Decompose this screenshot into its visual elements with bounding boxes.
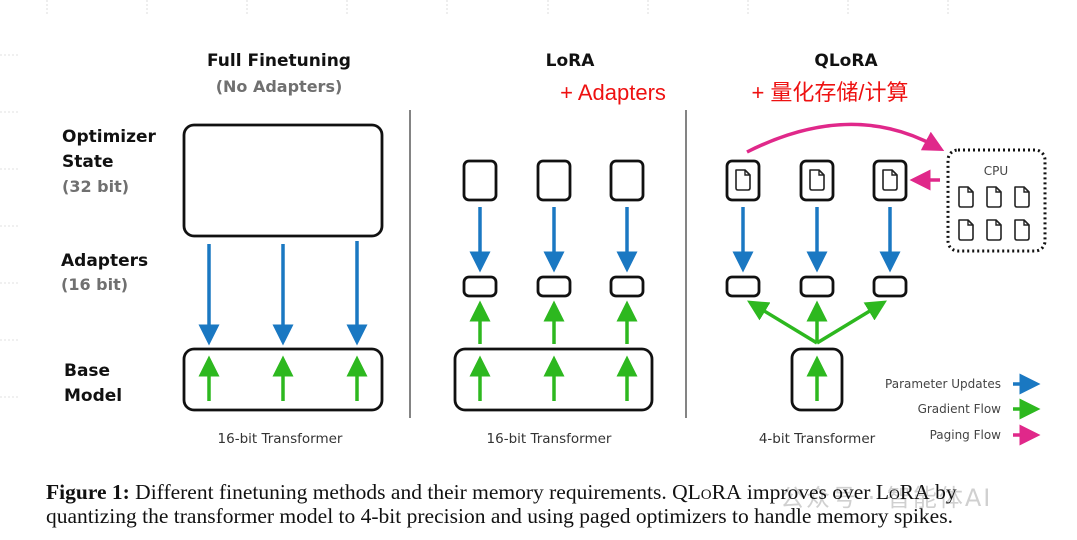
- lora-optimizer-box: [536, 159, 572, 202]
- caption-lora-smallcaps: LoRA: [687, 480, 742, 504]
- watermark: 公众号 · 智能体AI: [780, 484, 993, 512]
- qlora-adapter-box: [799, 275, 835, 298]
- qlora-adapter-boxes: [725, 275, 908, 298]
- lora-param-update-arrows: [469, 207, 638, 273]
- qlora-adapter-box: [725, 275, 761, 298]
- legend-item-paging-flow: Paging Flow: [930, 424, 1041, 446]
- document-icon: [1014, 186, 1030, 208]
- column-title-qlora: QLoRA: [814, 51, 878, 71]
- column-title-full-finetuning: Full Finetuning: [207, 51, 351, 71]
- document-icon: [809, 169, 825, 191]
- page-grid-marks-left: [0, 54, 19, 398]
- full-ft-gradient-arrows: [198, 355, 368, 401]
- caption-lora-smallcaps: LoRA: [875, 480, 930, 504]
- page-grid-marks-top: [46, 0, 949, 15]
- column-title-lora: LoRA: [546, 51, 596, 71]
- lora-optimizer-boxes: [462, 159, 645, 202]
- annotation-quantized-storage: + 量化存储/计算: [751, 80, 908, 105]
- row-label-optimizer-bits: (32 bit): [62, 177, 129, 196]
- qlora-footer: 4-bit Transformer: [759, 431, 876, 447]
- finetuning-diagram: Full Finetuning (No Adapters) LoRA + Ada…: [61, 51, 1047, 447]
- qlora-paged-optimizer-box: [872, 159, 908, 202]
- qlora-adapter-box: [872, 275, 908, 298]
- lora-optimizer-box: [609, 159, 645, 202]
- cpu-memory-box: CPU: [946, 148, 1047, 253]
- full-ft-footer: 16-bit Transformer: [218, 431, 343, 447]
- qlora-paged-optimizer-box: [725, 159, 761, 202]
- legend-label: Gradient Flow: [918, 402, 1002, 416]
- gradient-arrow: [747, 300, 818, 345]
- lora-adapter-boxes: [462, 275, 645, 298]
- row-label-optimizer-state: Optimizer: [62, 127, 157, 147]
- cpu-label: CPU: [984, 164, 1008, 178]
- qlora-param-update-arrows: [732, 207, 901, 273]
- row-label-adapters-bits: (16 bit): [61, 275, 128, 294]
- document-icon: [958, 186, 974, 208]
- caption-line-1: Figure 1: Different finetuning methods a…: [46, 480, 1066, 504]
- document-icon: [986, 219, 1002, 241]
- legend: Parameter Updates Gradient Flow Paging F…: [885, 373, 1041, 446]
- legend-item-parameter-updates: Parameter Updates: [885, 373, 1041, 395]
- figure-caption: Figure 1: Different finetuning methods a…: [46, 480, 1066, 528]
- document-icon: [882, 169, 898, 191]
- caption-text: by: [929, 480, 957, 504]
- column-subtitle-no-adapters: (No Adapters): [216, 77, 343, 96]
- row-label-base-model: Base: [64, 361, 110, 381]
- document-icon: [986, 186, 1002, 208]
- row-label-base-model-line2: Model: [64, 386, 122, 406]
- legend-label: Parameter Updates: [885, 377, 1001, 391]
- gradient-arrow: [816, 300, 887, 345]
- document-icon: [1014, 219, 1030, 241]
- caption-figure-label: Figure 1:: [46, 480, 130, 504]
- lora-footer: 16-bit Transformer: [487, 431, 612, 447]
- qlora-optimizer-boxes: [725, 159, 908, 202]
- legend-item-gradient-flow: Gradient Flow: [918, 398, 1041, 420]
- row-label-optimizer-state-line2: State: [62, 152, 114, 172]
- paging-arrow-to-cpu: [746, 122, 945, 154]
- caption-line-2: quantizing the transformer model to 4-bi…: [46, 504, 953, 528]
- document-icon: [958, 219, 974, 241]
- caption-text: improves over: [741, 480, 876, 504]
- lora-optimizer-box: [462, 159, 498, 202]
- qlora-gradient-arrows: [747, 300, 887, 401]
- legend-label: Paging Flow: [930, 428, 1002, 442]
- lora-adapter-box: [536, 275, 572, 298]
- document-icon: [735, 169, 751, 191]
- row-label-adapters: Adapters: [61, 251, 148, 271]
- caption-text: Different finetuning methods and their m…: [129, 480, 688, 504]
- full-ft-optimizer-state-box: [182, 123, 384, 238]
- qlora-paged-optimizer-box: [799, 159, 835, 202]
- annotation-adapters: + Adapters: [560, 80, 666, 105]
- full-ft-param-update-arrows: [198, 241, 368, 346]
- lora-gradient-arrows: [469, 300, 638, 401]
- lora-adapter-box: [609, 275, 645, 298]
- lora-adapter-box: [462, 275, 498, 298]
